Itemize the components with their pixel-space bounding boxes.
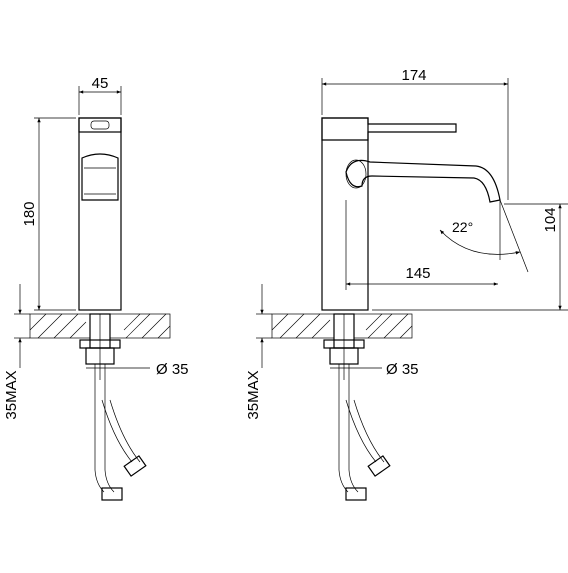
angle-arc bbox=[439, 229, 521, 255]
dim-front-height: 180 bbox=[21, 201, 38, 226]
side-view: 174 145 104 22° bbox=[245, 67, 568, 501]
front-hose-nuts bbox=[101, 455, 147, 501]
side-spout-base bbox=[345, 159, 367, 189]
dim-front-hole-diameter: Ø 35 bbox=[156, 361, 189, 378]
dim-spout-height: 104 bbox=[542, 207, 559, 232]
front-body-outline bbox=[78, 117, 122, 311]
side-body-outline bbox=[321, 117, 369, 311]
dim-spout-angle: 22° bbox=[452, 219, 473, 235]
front-lever bbox=[78, 117, 122, 133]
dim-side-hole-diameter: Ø 35 bbox=[386, 361, 419, 378]
side-countertop-hatch bbox=[271, 313, 413, 339]
dim-side-max-thickness: 35MAX bbox=[245, 370, 262, 419]
front-view: 45 180 Ø 35 bbox=[3, 75, 189, 501]
side-hoses bbox=[338, 364, 385, 493]
side-hose-nuts bbox=[345, 455, 391, 501]
dim-front-width: 45 bbox=[92, 75, 109, 92]
dim-front-max-thickness: 35MAX bbox=[3, 370, 20, 419]
front-spout-outlet bbox=[81, 153, 119, 201]
dim-side-width: 174 bbox=[401, 67, 426, 84]
front-countertop-hatch bbox=[29, 313, 171, 339]
side-spout bbox=[345, 159, 501, 203]
front-lever-slot bbox=[90, 120, 110, 130]
dim-spout-reach: 145 bbox=[405, 265, 430, 282]
side-lever bbox=[321, 117, 457, 141]
front-hoses bbox=[94, 364, 141, 493]
